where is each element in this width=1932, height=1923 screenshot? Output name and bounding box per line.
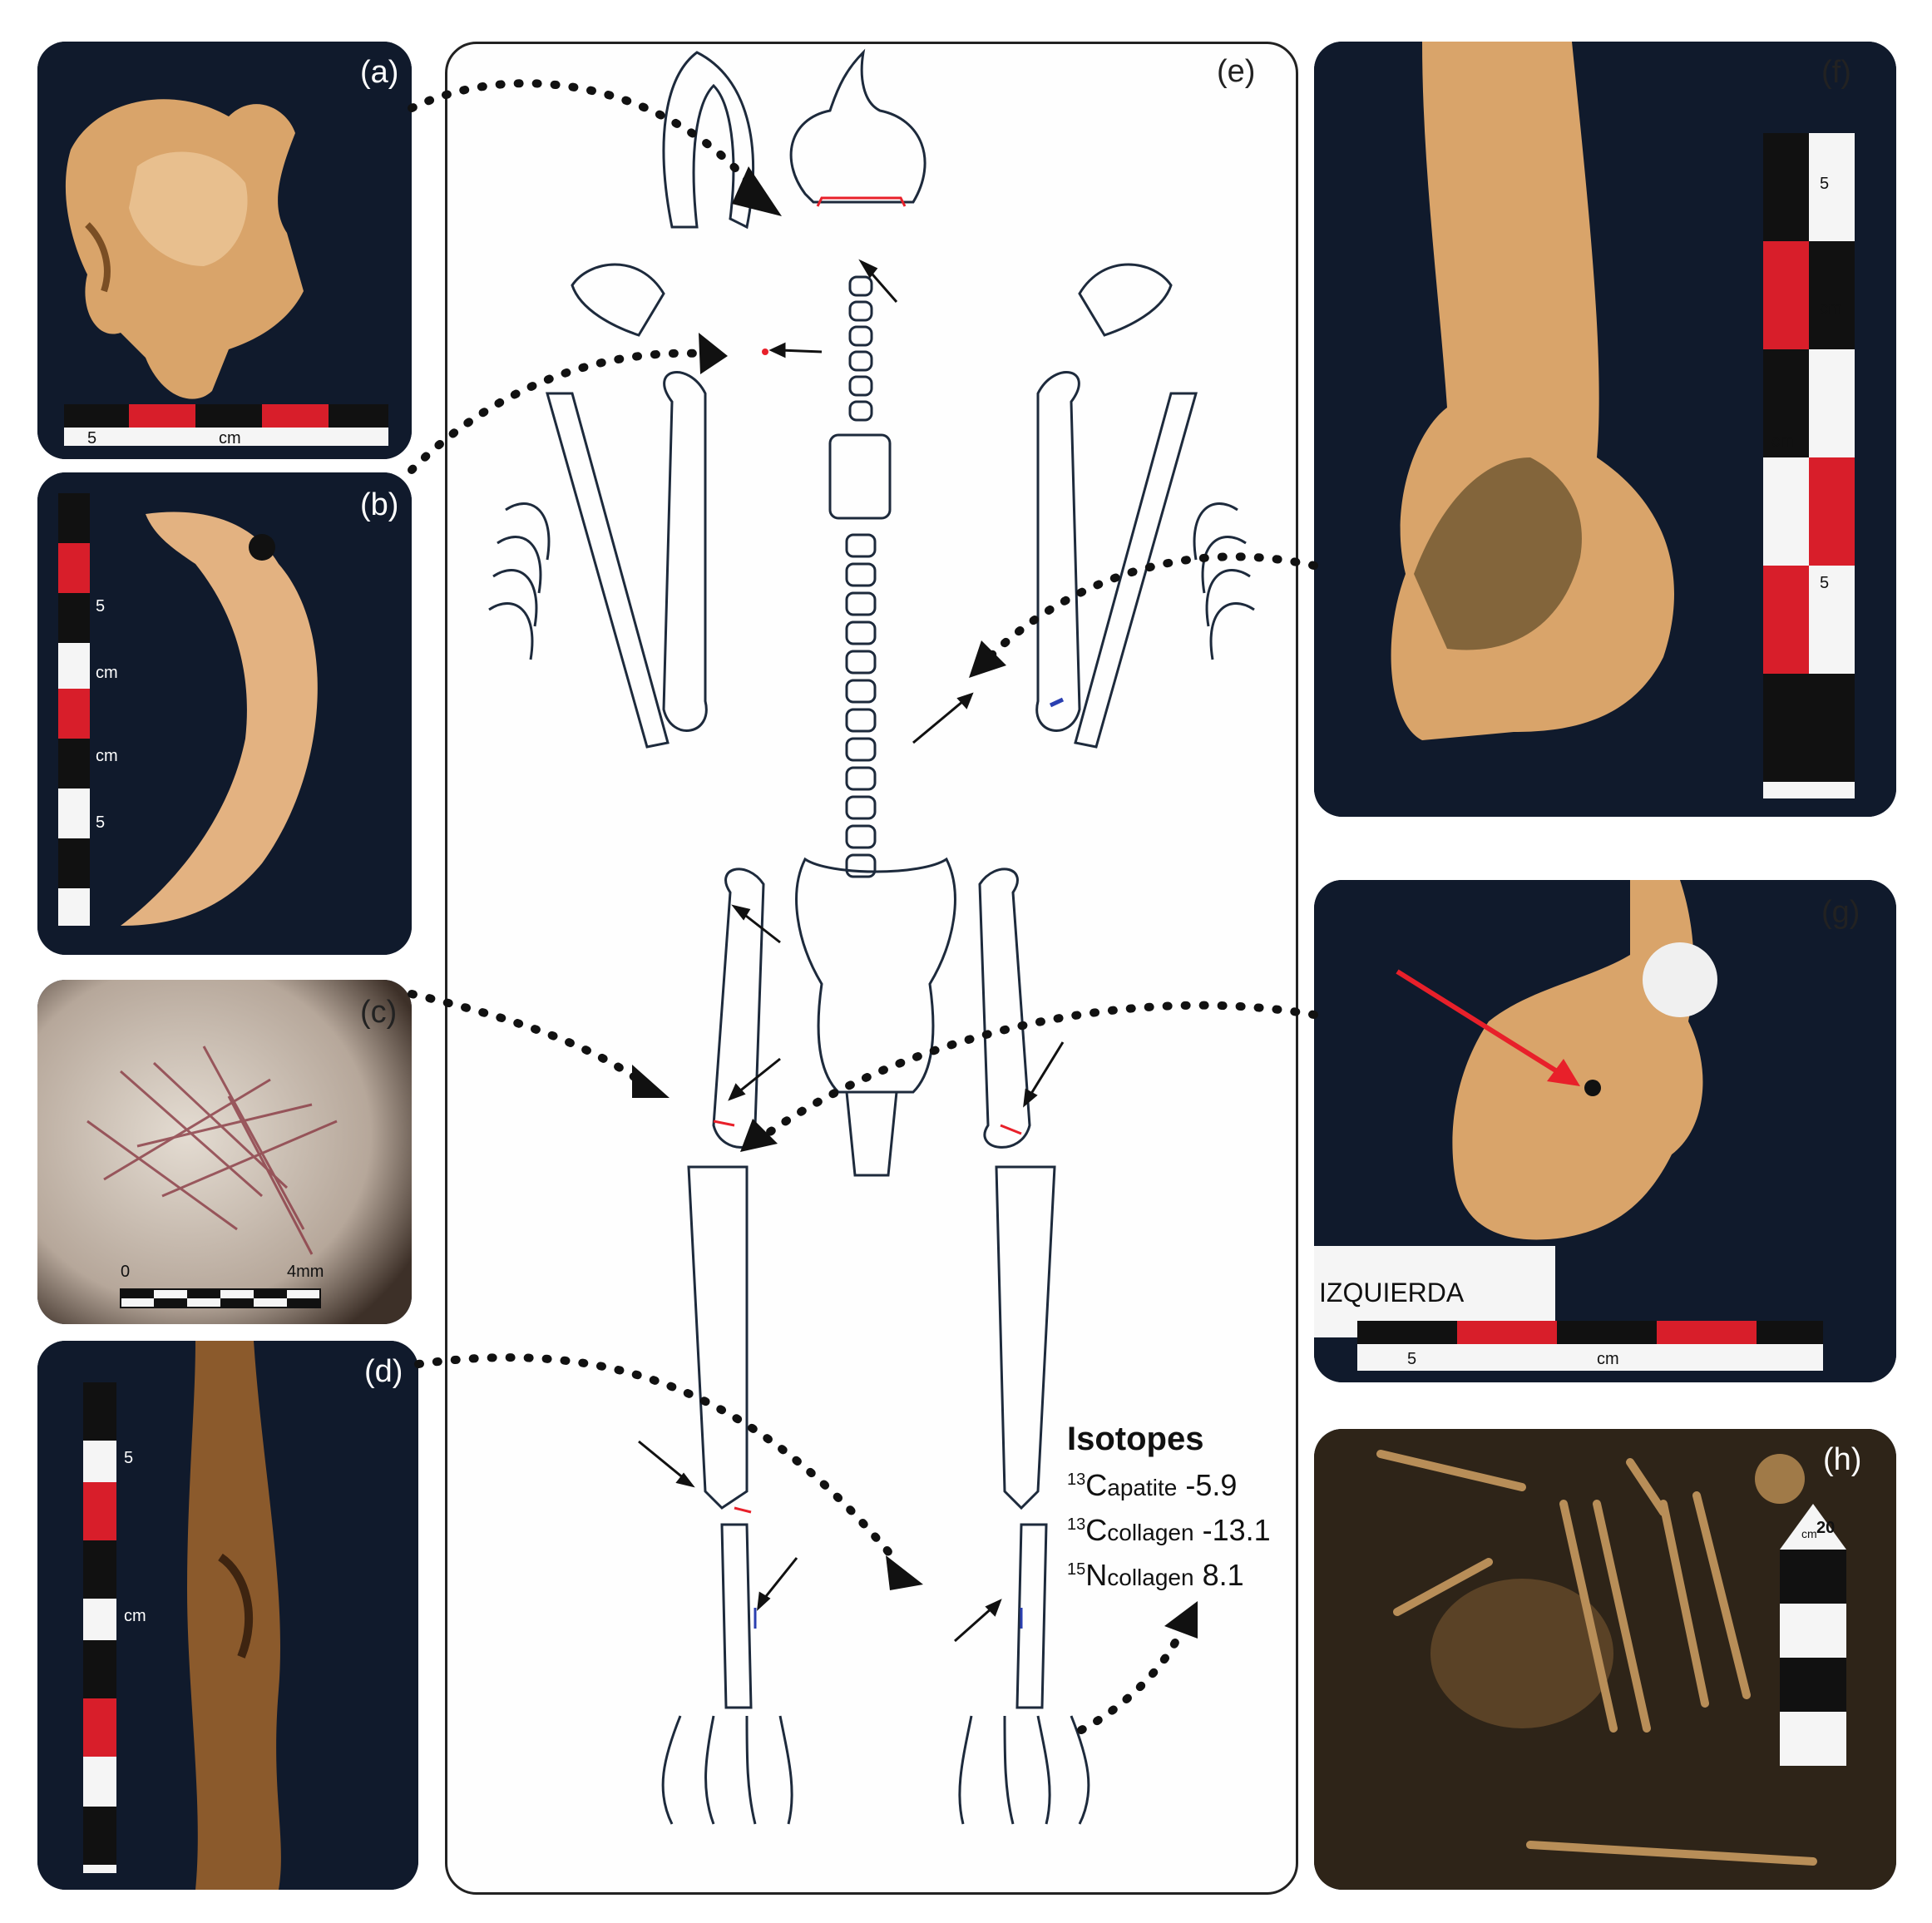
panel-a-photo: (a) 5 cm bbox=[37, 42, 412, 459]
panel-label-f: (f) bbox=[1821, 55, 1851, 90]
scale-mark-f-5: 5 bbox=[1820, 175, 1830, 193]
isotope-row-n-collagen: 15Ncollagen 8.1 bbox=[1067, 1558, 1271, 1593]
skull-fragment-photo bbox=[37, 42, 412, 459]
scale-mark-g-5: 5 bbox=[1407, 1350, 1417, 1368]
scale-mark-h-cm: cm bbox=[1801, 1527, 1817, 1540]
isotope-row-c-apatite: 13Capatite -5.9 bbox=[1067, 1468, 1271, 1503]
specimen-tag-text: IZQUIERDA bbox=[1319, 1278, 1465, 1308]
panel-d-photo: (d) 5 cm bbox=[37, 1341, 418, 1890]
panel-h-photo: (h) 20 cm bbox=[1314, 1429, 1896, 1890]
scale-mark-a-cm: cm bbox=[219, 429, 241, 447]
scale-mark-b-5-2: 5 bbox=[96, 813, 106, 832]
isotope-element: C bbox=[1085, 1513, 1108, 1547]
panel-b-photo: (b) 5 cm cm 5 bbox=[37, 472, 412, 955]
claw-photo bbox=[37, 472, 412, 955]
isotopes-block: Isotopes 13Capatite -5.9 13Ccollagen -13… bbox=[1067, 1421, 1271, 1593]
scale-mark-f-cm-2: cm bbox=[1771, 433, 1794, 451]
panel-e-skeleton-diagram: (e) bbox=[445, 42, 1298, 1895]
isotope-element: N bbox=[1085, 1558, 1108, 1592]
isotope-value: -13.1 bbox=[1202, 1513, 1271, 1547]
scale-mark-b-cm: cm bbox=[96, 664, 118, 682]
scale-mark-d-cm: cm bbox=[124, 1607, 146, 1625]
isotope-value: -5.9 bbox=[1185, 1468, 1238, 1502]
isotope-mass-number: 15 bbox=[1067, 1560, 1086, 1579]
scale-mark-c-4mm: 4mm bbox=[287, 1263, 324, 1281]
isotope-element: C bbox=[1085, 1468, 1108, 1502]
panel-label-h: (h) bbox=[1823, 1442, 1862, 1477]
panel-c-photo: (c) 0 4mm bbox=[37, 980, 412, 1324]
scale-mark-f-cm: cm bbox=[1820, 299, 1842, 318]
panel-label-b: (b) bbox=[360, 487, 399, 522]
panel-label-c: (c) bbox=[360, 995, 398, 1030]
isotope-value: 8.1 bbox=[1202, 1558, 1244, 1592]
scale-mark-g-cm: cm bbox=[1597, 1350, 1619, 1368]
panel-label-d: (d) bbox=[364, 1354, 403, 1389]
scale-mark-c-0: 0 bbox=[121, 1263, 131, 1281]
scale-mark-b-5: 5 bbox=[96, 597, 106, 615]
scale-mark-d-5: 5 bbox=[124, 1449, 134, 1467]
scale-mark-b-cm-2: cm bbox=[96, 747, 118, 765]
isotope-material: collagen bbox=[1107, 1565, 1194, 1590]
isotopes-title: Isotopes bbox=[1067, 1421, 1204, 1457]
scale-mark-a-5: 5 bbox=[87, 429, 97, 447]
scale-mark-h-20: 20 bbox=[1816, 1519, 1836, 1537]
isotope-material: apatite bbox=[1107, 1475, 1178, 1500]
isotope-row-c-collagen: 13Ccollagen -13.1 bbox=[1067, 1513, 1271, 1548]
femur-head-photo bbox=[1314, 42, 1896, 817]
tibia-head-photo bbox=[1314, 880, 1896, 1382]
cut-marks-micrograph bbox=[37, 980, 412, 1324]
long-bone-photo bbox=[37, 1341, 418, 1890]
isotope-mass-number: 13 bbox=[1067, 1515, 1086, 1534]
panel-label-g: (g) bbox=[1821, 895, 1860, 930]
panel-g-photo: (g) IZQUIERDA 5 cm bbox=[1314, 880, 1896, 1382]
isotope-mass-number: 13 bbox=[1067, 1471, 1086, 1489]
panel-f-photo: (f) 5 cm cm 5 bbox=[1314, 42, 1896, 817]
isotope-material: collagen bbox=[1107, 1520, 1194, 1545]
skeleton-sketch bbox=[488, 48, 1255, 1825]
burial-skeleton-photo bbox=[1314, 1429, 1896, 1890]
panel-label-e: (e) bbox=[1217, 54, 1256, 89]
panel-label-a: (a) bbox=[360, 55, 399, 90]
scale-mark-f-5-2: 5 bbox=[1820, 574, 1830, 592]
